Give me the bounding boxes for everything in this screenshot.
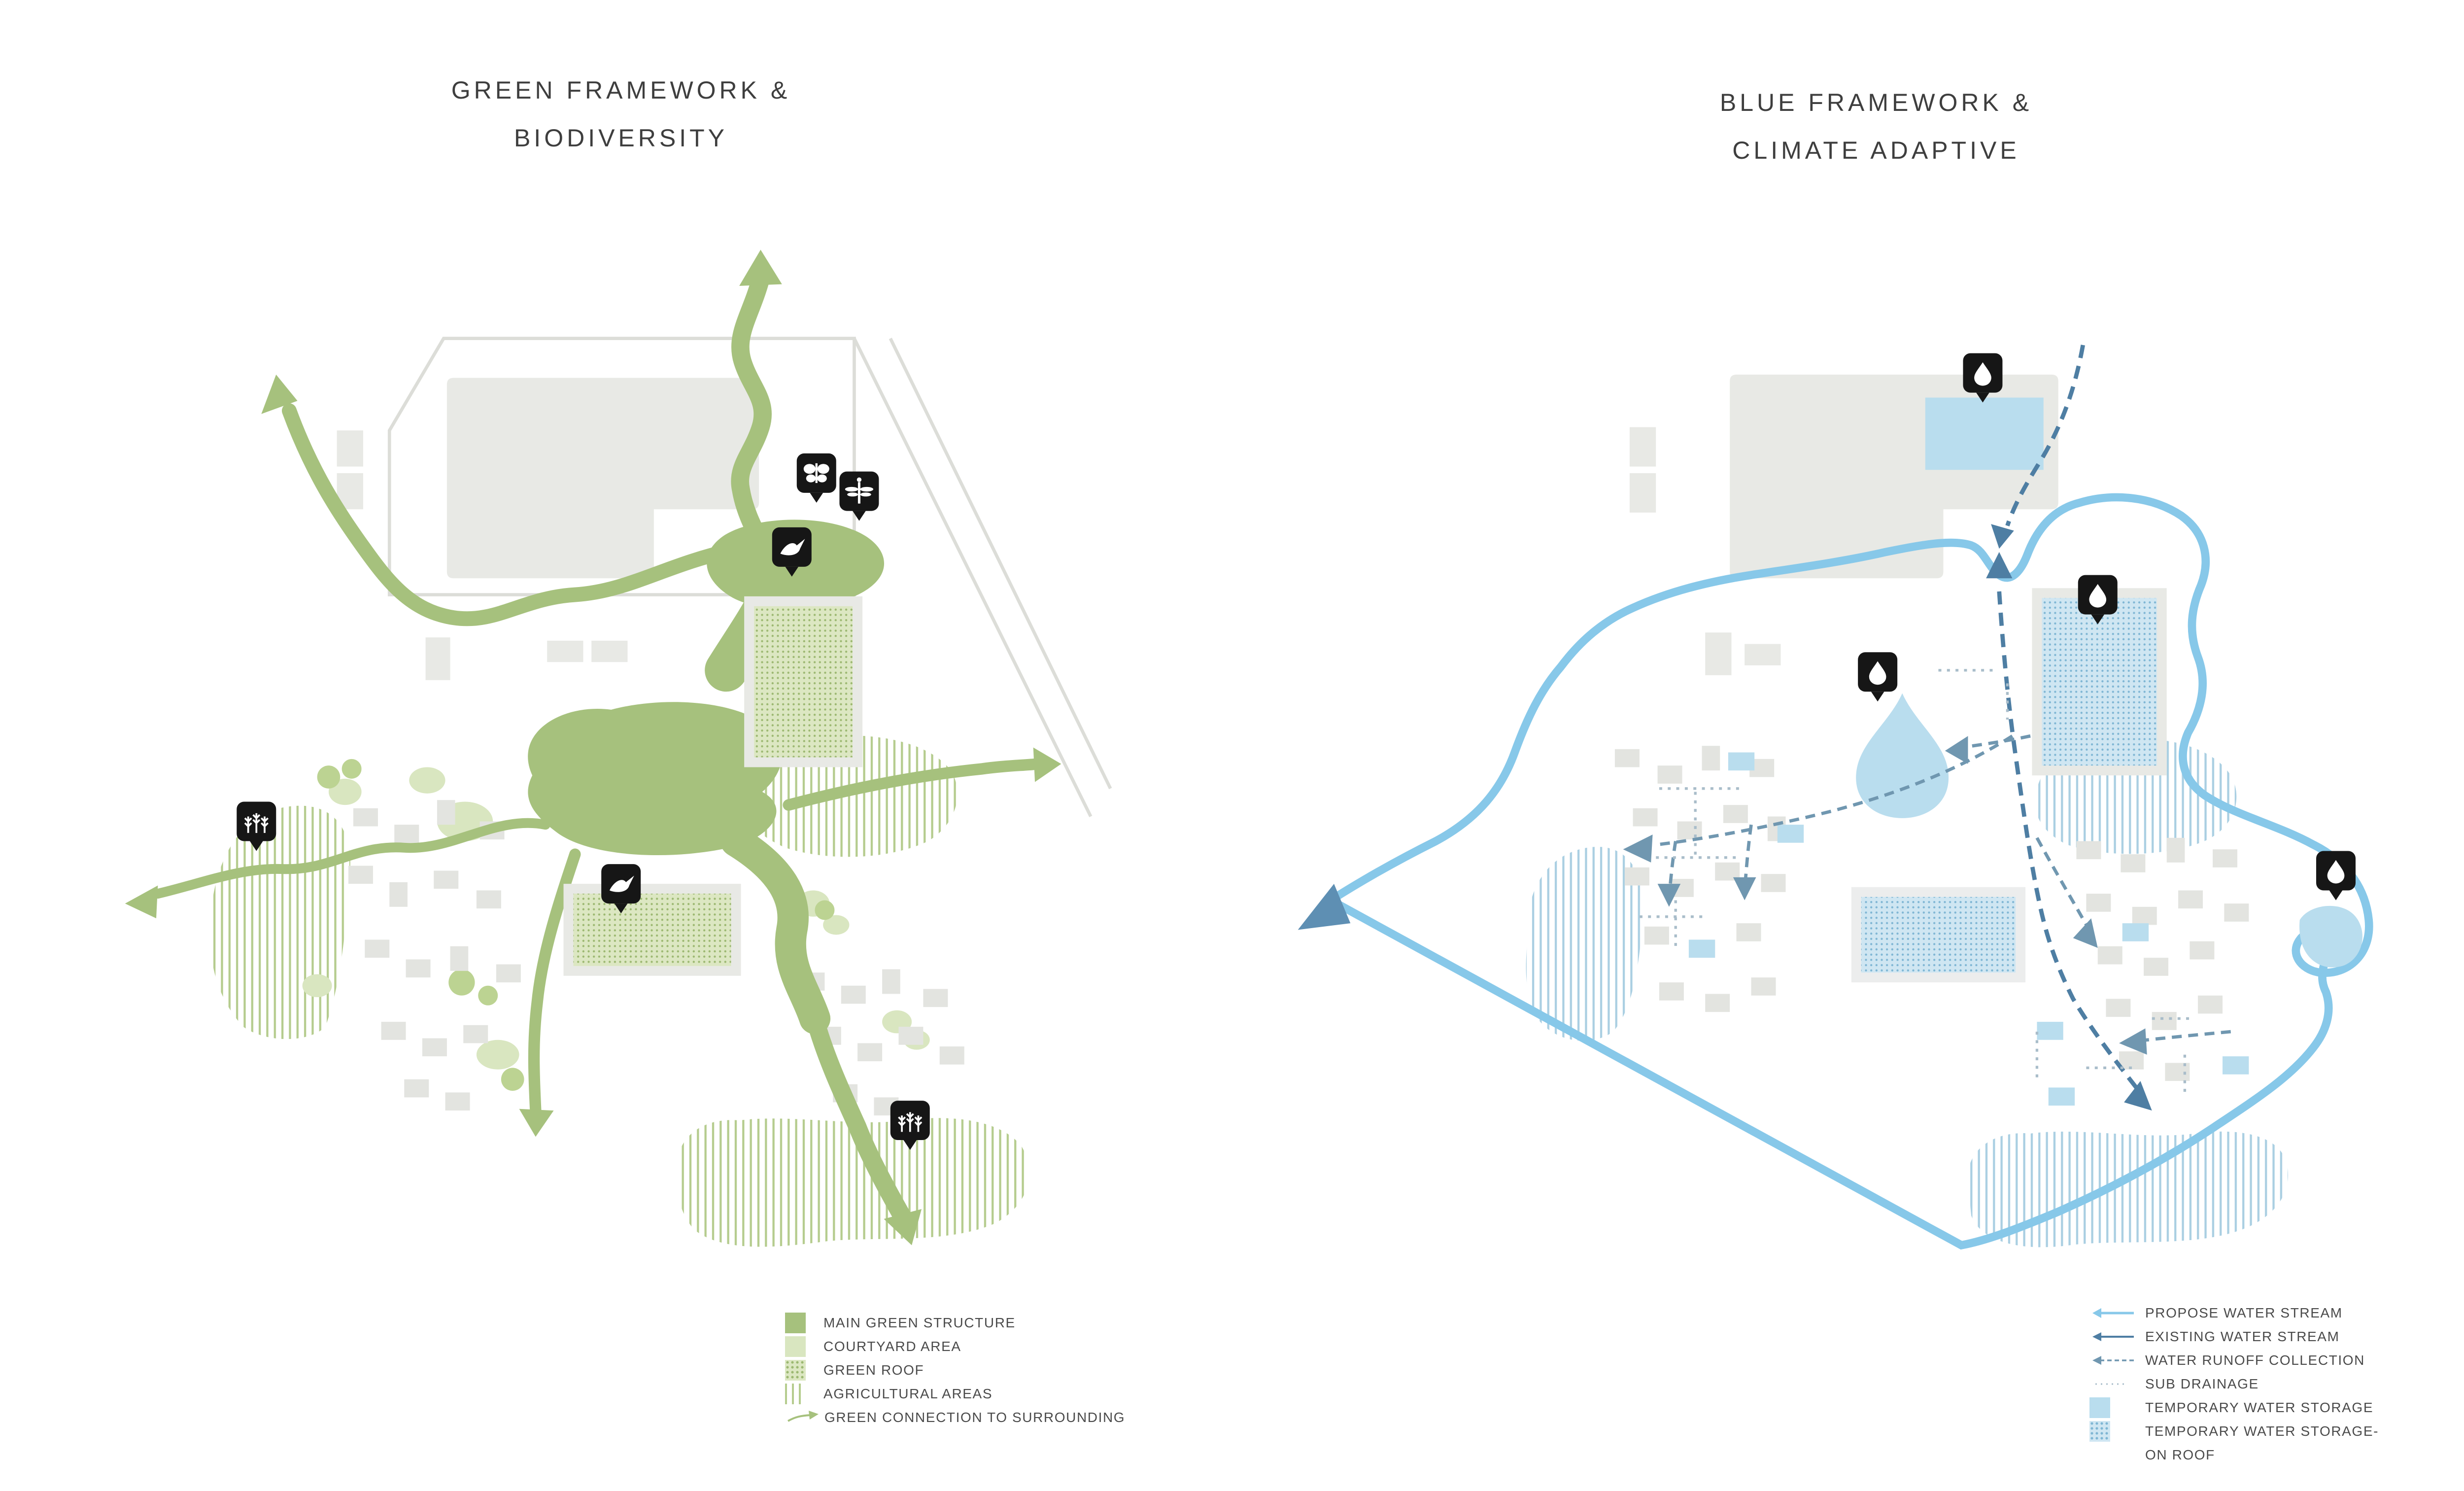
runoff-arrowheads: [1623, 736, 2147, 1055]
green-framework-legend: MAIN GREEN STRUCTURE COURTYARD AREA GREE…: [785, 1311, 1125, 1429]
legend-item-agricultural: AGRICULTURAL AREAS: [785, 1382, 1125, 1406]
water-storage-roof-swatch: [2089, 1421, 2110, 1442]
legend-item-courtyard: COURTYARD AREA: [785, 1335, 1125, 1358]
legend-item-green-connection: GREEN CONNECTION TO SURROUNDING: [785, 1406, 1125, 1429]
water-drop-icon: [1858, 652, 1898, 702]
legend-item-water-storage-roof: TEMPORARY WATER STORAGE-: [2089, 1420, 2379, 1443]
runoff-arrow: [2089, 1350, 2136, 1371]
storage-cells: [1688, 752, 2249, 1106]
bird-icon: [772, 527, 812, 577]
legend-item-water-storage: TEMPORARY WATER STORAGE: [2089, 1396, 2379, 1420]
blue-framework-title-line2: CLIMATE ADAPTIVE: [1732, 137, 2020, 164]
sub-drainage-line-icon: [2093, 1383, 2124, 1385]
legend-item-existing-stream: EXISTING WATER STREAM: [2089, 1325, 2379, 1349]
legend-item-propose-stream: PROPOSE WATER STREAM: [2089, 1301, 2379, 1325]
legend-label: WATER RUNOFF COLLECTION: [2145, 1352, 2365, 1368]
site-outline: [387, 337, 1112, 817]
legend-label: TEMPORARY WATER STORAGE: [2145, 1400, 2374, 1415]
main-green-swatch: [785, 1313, 806, 1333]
propose-stream-arrow: [2089, 1303, 2136, 1323]
trees: [317, 759, 835, 1091]
dragonfly-icon: [839, 471, 879, 521]
green-framework-title-line1: GREEN FRAMEWORK &: [451, 76, 791, 104]
legend-label: GREEN CONNECTION TO SURROUNDING: [824, 1410, 1126, 1425]
blue-framework-diagram: [1298, 345, 2373, 1250]
blue-framework-title-line1: BLUE FRAMEWORK &: [1719, 89, 2033, 116]
green-framework-diagram: [125, 249, 1112, 1247]
existing-stream-arrowheads: [1986, 524, 2152, 1111]
legend-label: SUB DRAINAGE: [2145, 1376, 2259, 1391]
legend-label: ON ROOF: [2145, 1447, 2215, 1462]
butterfly-icon: [796, 453, 836, 503]
propose-stream-arrowhead: [1298, 884, 1351, 930]
sub-drainage: [1639, 669, 2195, 1094]
blue-framework-legend: PROPOSE WATER STREAM EXISTING WATER STRE…: [2089, 1301, 2379, 1467]
legend-label: COURTYARD AREA: [823, 1339, 961, 1354]
crops-icon: [237, 801, 276, 851]
green-connection-arrow-icon: [787, 1411, 819, 1422]
building-footprints: [337, 378, 759, 680]
legend-label: PROPOSE WATER STREAM: [2145, 1305, 2343, 1320]
existing-stream-arrow: [2089, 1326, 2136, 1347]
legend-item-runoff: WATER RUNOFF COLLECTION: [2089, 1349, 2379, 1372]
agricultural-swatch: [785, 1384, 806, 1404]
legend-item-green-roof: GREEN ROOF: [785, 1358, 1125, 1382]
bird-icon: [601, 864, 641, 914]
temporary-water-storage: [1856, 397, 2362, 968]
legend-label: MAIN GREEN STRUCTURE: [823, 1315, 1016, 1330]
legend-spacer: [2089, 1445, 2136, 1465]
sub-drainage-line: [2089, 1374, 2136, 1394]
legend-label: TEMPORARY WATER STORAGE-: [2145, 1423, 2379, 1439]
legend-item-main-green: MAIN GREEN STRUCTURE: [785, 1311, 1125, 1335]
water-drop-icon: [1963, 353, 2003, 403]
green-arrow-swatch: [785, 1407, 824, 1428]
legend-label: AGRICULTURAL AREAS: [823, 1386, 993, 1401]
existing-stream-arrow-icon: [2092, 1332, 2134, 1341]
water-storage-swatch-wrap: [2089, 1397, 2136, 1418]
green-framework-title-line2: BIODIVERSITY: [513, 124, 728, 152]
legend-label: GREEN ROOF: [823, 1362, 924, 1378]
agricultural-areas: [209, 735, 1029, 1247]
propose-stream-arrow-icon: [2092, 1308, 2134, 1318]
legend-item-water-storage-roof-line2: ON ROOF: [2089, 1443, 2379, 1467]
water-drop-icon: [2078, 575, 2118, 624]
crops-icon: [890, 1101, 930, 1150]
green-roof-swatch: [785, 1360, 806, 1381]
legend-item-sub-drainage: SUB DRAINAGE: [2089, 1372, 2379, 1396]
blue-framework-title: BLUE FRAMEWORK & CLIMATE ADAPTIVE: [1630, 79, 2122, 174]
propose-water-stream: [1298, 493, 2373, 1250]
water-storage-swatch: [2089, 1397, 2110, 1418]
house-clusters: [348, 800, 964, 1116]
existing-water-stream: [1997, 345, 2141, 1092]
courtyard-swatch: [785, 1336, 806, 1357]
biodiversity-markers: [237, 453, 930, 1150]
water-storage-roof-swatch-wrap: [2089, 1421, 2136, 1442]
runoff-arrow-icon: [2092, 1356, 2134, 1365]
legend-label: EXISTING WATER STREAM: [2145, 1329, 2340, 1344]
green-connection-arrowheads: [125, 249, 1061, 1246]
green-framework-title: GREEN FRAMEWORK & BIODIVERSITY: [375, 67, 867, 162]
green-roofs: [563, 596, 863, 976]
water-storage-markers: [1858, 353, 2356, 901]
water-drop-icon: [2316, 851, 2356, 901]
